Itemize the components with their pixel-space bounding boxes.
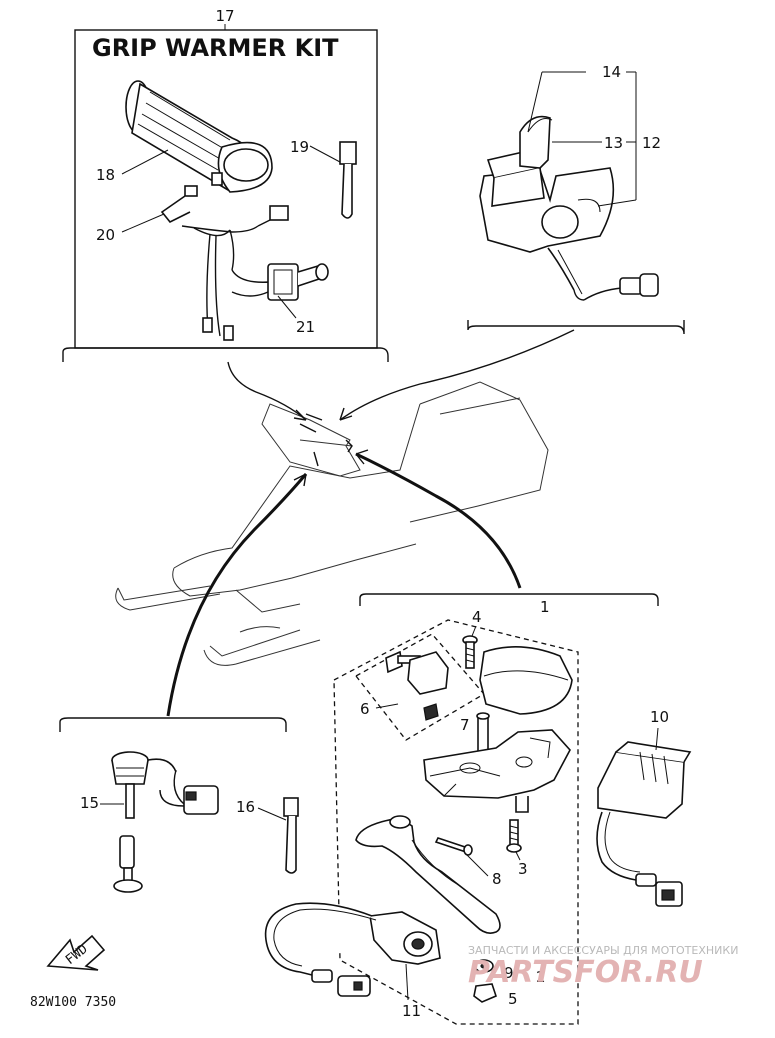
snowmobile-outline — [115, 381, 549, 666]
watermark-text: ЗАПЧАСТИ И АКСЕССУАРЫ ДЛЯ МОТОТЕХНИКИ — [468, 944, 738, 957]
screw-8 — [434, 837, 473, 856]
cable-band-16 — [283, 797, 299, 874]
callout-20: 20 — [96, 226, 115, 244]
callout-10: 10 — [650, 708, 669, 726]
relay-unit — [596, 741, 692, 907]
callout-15: 15 — [80, 794, 99, 812]
callout-1: 1 — [540, 598, 550, 616]
pivot-bolt-and-block — [385, 650, 449, 721]
callout-9: 9 — [504, 964, 514, 982]
leader-arrows — [166, 329, 575, 717]
callout-8: 8 — [492, 870, 502, 888]
brake-lever — [355, 815, 501, 934]
handlebar-switch-box — [467, 115, 685, 335]
grip-warmer-kit-box: 17 GRIP WARMER KIT — [62, 7, 389, 362]
callout-18: 18 — [96, 166, 115, 184]
socket-15 — [111, 751, 219, 893]
cable-band-19 — [339, 141, 357, 219]
fwd-arrow-icon: FWD — [46, 934, 106, 971]
wire-harness — [160, 185, 289, 341]
clamp-cover — [479, 646, 573, 715]
kit-title: GRIP WARMER KIT — [92, 34, 339, 62]
watermark-logo: PARTSFOR.RU — [468, 955, 703, 990]
callout-13: 13 — [604, 134, 623, 152]
nut-5 — [473, 983, 497, 1003]
bolt-3 — [506, 819, 522, 853]
callout-3: 3 — [518, 860, 528, 878]
drawing-code: 82W100 7350 — [30, 995, 116, 1010]
left-box — [59, 717, 287, 732]
washer-9 — [474, 959, 494, 973]
callout-17: 17 — [215, 7, 234, 25]
callout-11: 11 — [402, 1002, 421, 1020]
lever-bracket — [423, 729, 571, 813]
callout-19: 19 — [290, 138, 309, 156]
callout-6: 6 — [360, 700, 370, 718]
toggle-switch — [267, 263, 329, 301]
callout-4: 4 — [472, 608, 482, 626]
heated-grip — [125, 80, 273, 193]
stop-switch — [264, 902, 441, 997]
screw-4 — [462, 635, 478, 669]
callout-21: 21 — [296, 318, 315, 336]
callout-2: 2 — [536, 968, 546, 986]
callout-14: 14 — [602, 63, 621, 81]
callout-16: 16 — [236, 798, 255, 816]
callout-5: 5 — [508, 990, 518, 1008]
callout-12: 12 — [642, 134, 661, 152]
callout-7: 7 — [460, 716, 470, 734]
